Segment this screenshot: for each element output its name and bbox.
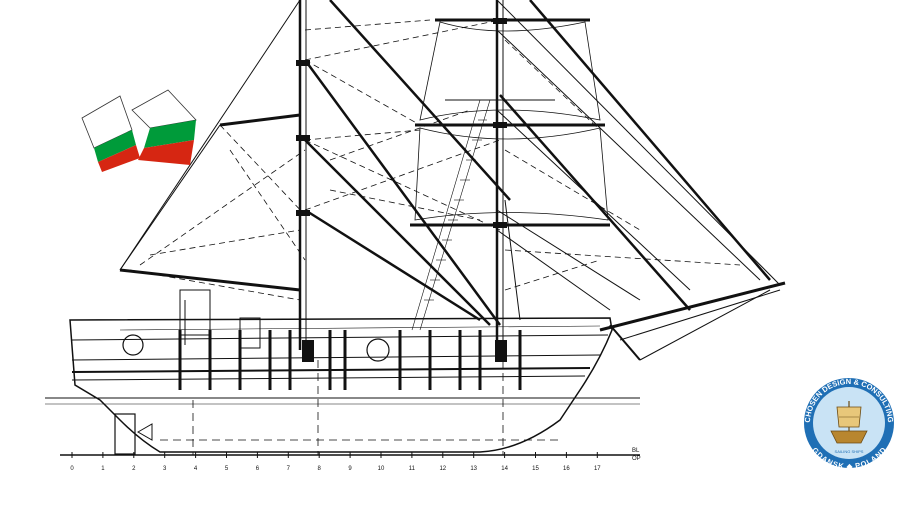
station-label: 7 xyxy=(287,466,291,472)
logo-ribbon-text: SAILING SHIPS xyxy=(835,449,864,454)
station-label: 9 xyxy=(348,466,352,472)
station-label: 14 xyxy=(501,466,508,472)
flag-left-panel xyxy=(81,95,140,172)
flag-right-panel xyxy=(131,89,197,165)
company-logo: CHOSEN DESIGN & CONSULTING GDANSK ◆ POLA… xyxy=(803,377,895,471)
baseline-label-op: OP xyxy=(632,456,641,462)
station-label: 15 xyxy=(532,466,539,472)
station-label: 8 xyxy=(318,466,322,472)
station-label: 6 xyxy=(256,466,260,472)
station-label: 3 xyxy=(163,466,167,472)
station-label: 1 xyxy=(101,466,105,472)
station-label: 16 xyxy=(563,466,570,472)
baseline-label-bl: BL xyxy=(632,448,640,454)
station-label: 17 xyxy=(594,466,601,472)
mast-fittings xyxy=(296,18,507,362)
station-label: 10 xyxy=(378,466,385,472)
station-label: 12 xyxy=(439,466,446,472)
station-label: 5 xyxy=(225,466,229,472)
station-label: 11 xyxy=(409,466,416,472)
station-label: 13 xyxy=(470,466,477,472)
station-label: 2 xyxy=(132,466,136,472)
logo-ship-icon xyxy=(830,401,868,444)
station-label: 0 xyxy=(70,466,74,472)
rigging-lines xyxy=(45,0,786,456)
station-label: 4 xyxy=(194,466,198,472)
bulgarian-flag xyxy=(81,89,197,172)
